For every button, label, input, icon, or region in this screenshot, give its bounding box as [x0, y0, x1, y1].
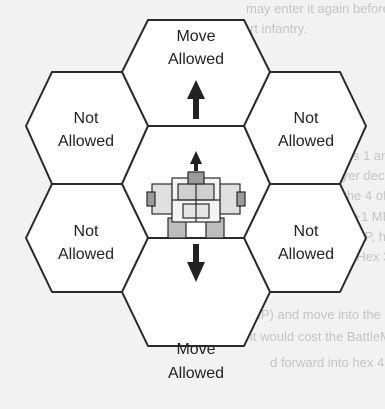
hex-lower-right-label-line1: Not — [294, 223, 319, 240]
arrow-up-icon — [187, 80, 205, 119]
bg-text-line: may enter it again before — [246, 1, 385, 16]
hex-bottom-label-line2: Allowed — [168, 365, 224, 382]
hex-lower-left-label-line1: Not — [74, 223, 99, 240]
hex-upper-left-label-line1: Not — [74, 110, 99, 127]
small-arrow-up-icon — [190, 151, 202, 171]
bg-text-line: it would cost the BattleMech all 4 MP — [250, 329, 385, 344]
hex-labels: Move Allowed Not Allowed Not Allowed Not… — [58, 28, 334, 382]
bg-text-line: MP) and move into the light woods 1 — [250, 307, 385, 322]
hex-bottom — [121, 237, 271, 347]
bg-text-line: d forward into hex 4 (2 MP), then cr — [270, 355, 385, 370]
bg-text-line: rt infantry. — [250, 21, 307, 36]
hex-upper-right-label-line1: Not — [294, 110, 319, 127]
hex-lower-right-label-line2: Allowed — [278, 246, 334, 263]
hex-upper-right-label-line2: Allowed — [278, 133, 334, 150]
battlemech-icon — [146, 171, 246, 239]
hex-bottom-label-line1: Move — [176, 341, 215, 358]
arrow-down-icon — [187, 244, 205, 282]
hex-top-label-line2: Allowed — [168, 51, 224, 68]
hex-upper-left-label-line2: Allowed — [58, 133, 114, 150]
hex-top-label-line1: Move — [176, 28, 215, 45]
hex-lower-left-label-line2: Allowed — [58, 246, 114, 263]
